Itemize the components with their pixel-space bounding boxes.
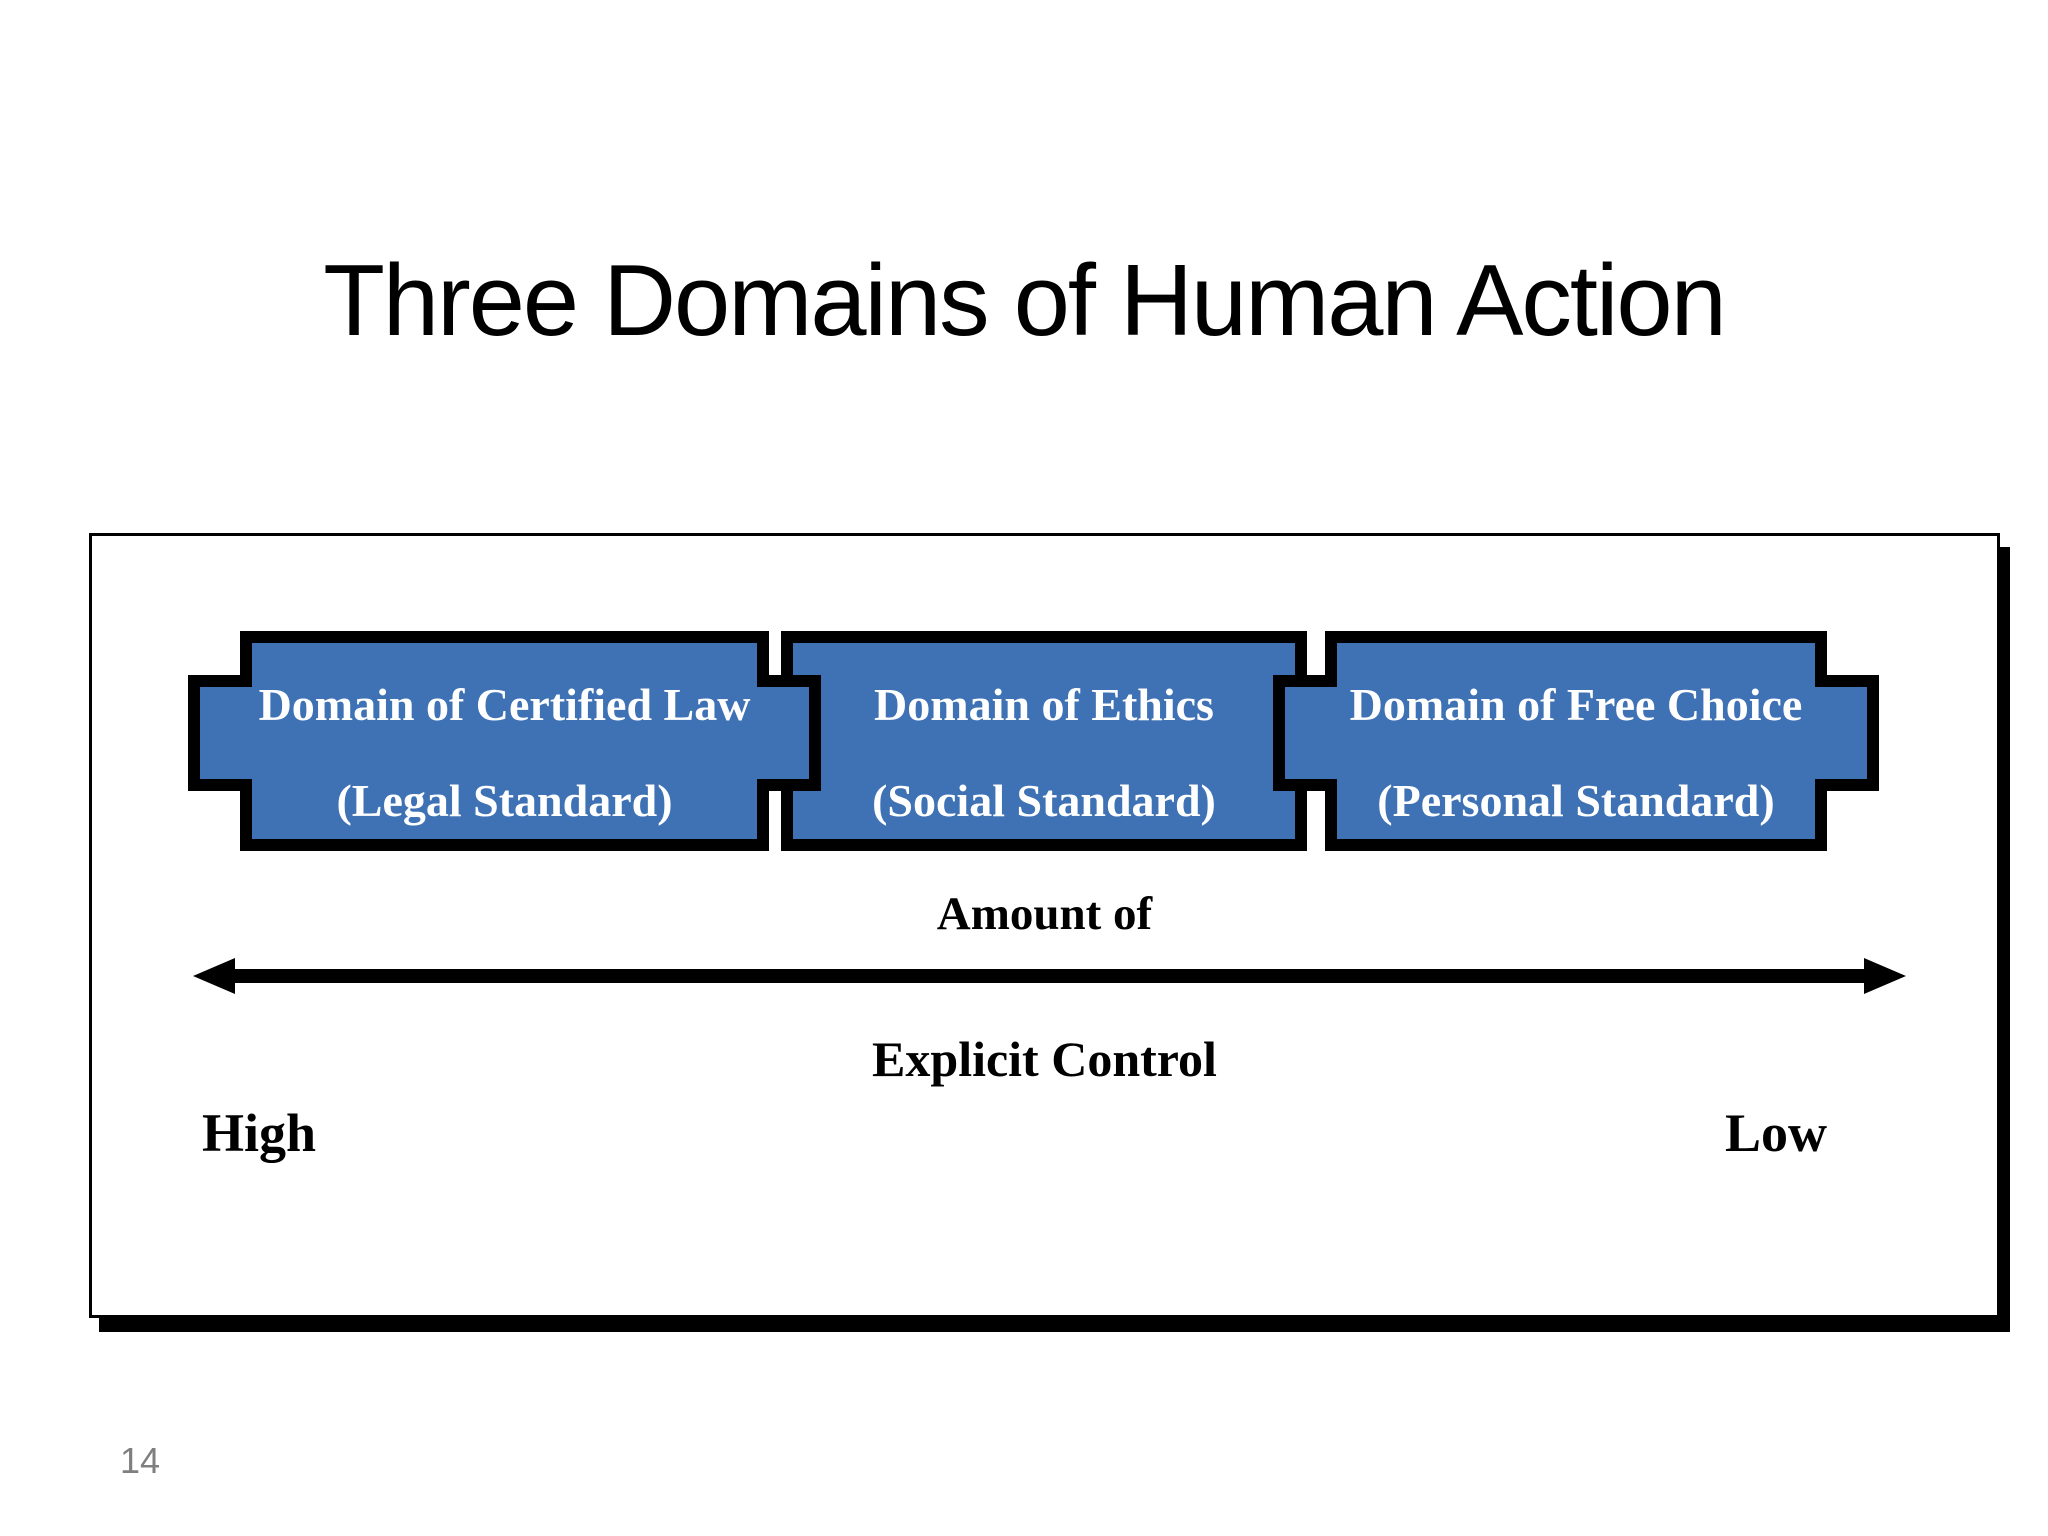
page-number: 14 xyxy=(120,1440,161,1481)
domain-box-text: Domain of Ethics (Social Standard) xyxy=(729,631,1359,851)
domain-box-text: Domain of Free Choice (Personal Standard… xyxy=(1273,631,1879,851)
axis-end-label-low: Low xyxy=(1724,1103,1827,1163)
domain-name: Domain of Certified Law xyxy=(258,679,751,730)
axis-label-explicit-control: Explicit Control xyxy=(872,1031,1217,1087)
cross-shape-fill xyxy=(741,643,1347,839)
diagram-panel: Domain of Certified Law (Legal Standard)… xyxy=(89,533,2000,1318)
domain-standard: (Legal Standard) xyxy=(336,775,673,826)
slide-title: Three Domains of Human Action xyxy=(323,245,1727,357)
axis-label-amount-of: Amount of xyxy=(936,888,1153,940)
arrow-shaft xyxy=(223,969,1876,983)
domain-box-free-choice: Domain of Free Choice (Personal Standard… xyxy=(1273,631,1879,851)
cross-shape-fill xyxy=(1285,643,1867,839)
cross-shape-fill xyxy=(200,643,809,839)
domain-name: Domain of Free Choice xyxy=(1349,679,1803,730)
double-headed-arrow-icon xyxy=(193,957,1906,995)
arrow-right-head xyxy=(1864,958,1906,994)
domain-box-ethics: Domain of Ethics (Social Standard) xyxy=(729,631,1359,851)
domain-box-text: Domain of Certified Law (Legal Standard) xyxy=(188,631,821,851)
axis-end-label-high: High xyxy=(202,1103,317,1163)
domain-box-certified-law: Domain of Certified Law (Legal Standard) xyxy=(188,631,821,851)
domain-name: Domain of Ethics xyxy=(874,679,1214,730)
domain-standard: (Social Standard) xyxy=(872,775,1216,826)
domain-standard: (Personal Standard) xyxy=(1377,775,1775,826)
